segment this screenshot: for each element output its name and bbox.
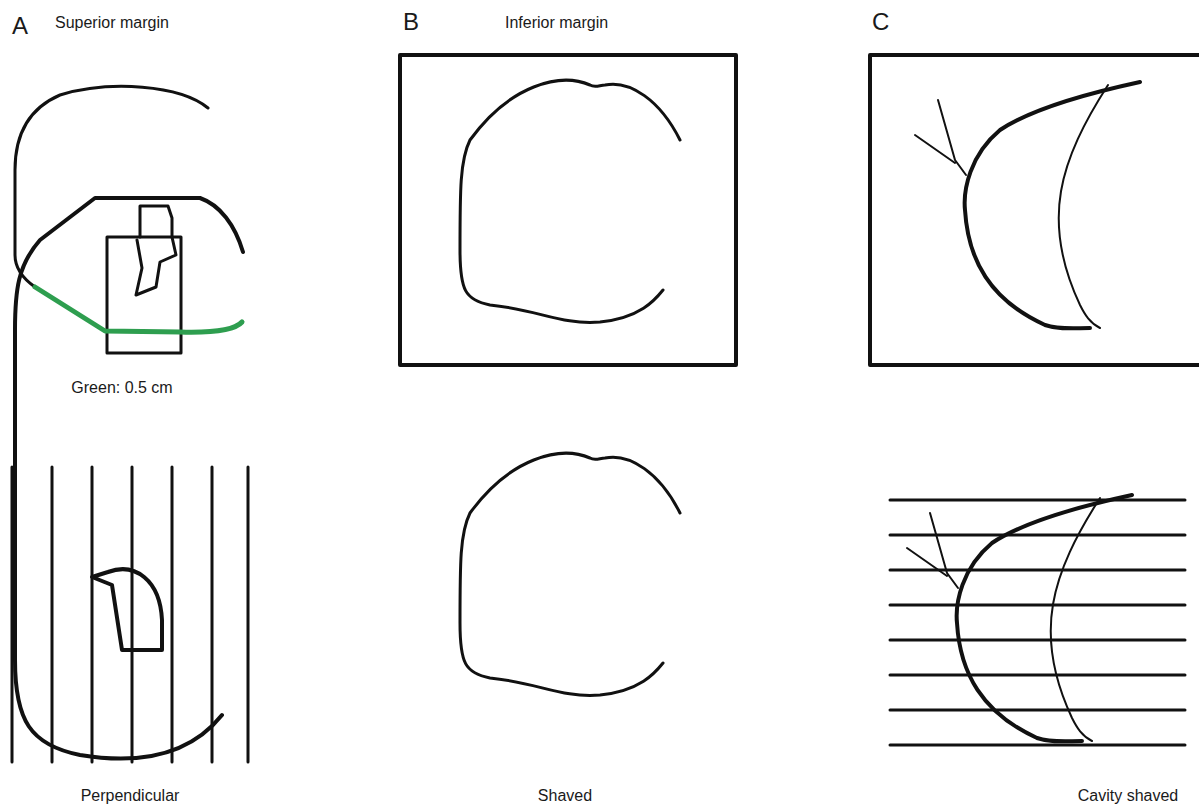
panel-letter: C xyxy=(872,8,889,36)
lesion-outline xyxy=(136,237,176,295)
panel-frame xyxy=(870,55,1199,365)
method-label: Cavity shaved xyxy=(1078,786,1179,806)
specimen-outline xyxy=(15,86,208,287)
panel-letter: B xyxy=(403,8,419,36)
cavity-shave xyxy=(907,495,1132,741)
panel-title: Superior margin xyxy=(55,13,169,33)
green-margin xyxy=(35,287,242,332)
perpendicular-section-lines xyxy=(12,467,248,762)
lesion-outline xyxy=(92,569,162,650)
cavity-shave xyxy=(915,82,1140,328)
method-label: Shaved xyxy=(538,786,592,806)
specimen-outline xyxy=(460,80,680,322)
panel-title: Inferior margin xyxy=(505,13,608,33)
color-note: Green: 0.5 cm xyxy=(71,378,172,398)
method-label: Perpendicular xyxy=(81,786,180,806)
specimen-outline xyxy=(15,198,243,759)
specimen-outline xyxy=(460,453,680,695)
panel-frame xyxy=(400,55,736,365)
tissue-block xyxy=(107,237,181,353)
shave-section-lines xyxy=(890,500,1185,745)
tissue-block-top xyxy=(140,206,172,237)
panel-letter: A xyxy=(12,12,28,40)
